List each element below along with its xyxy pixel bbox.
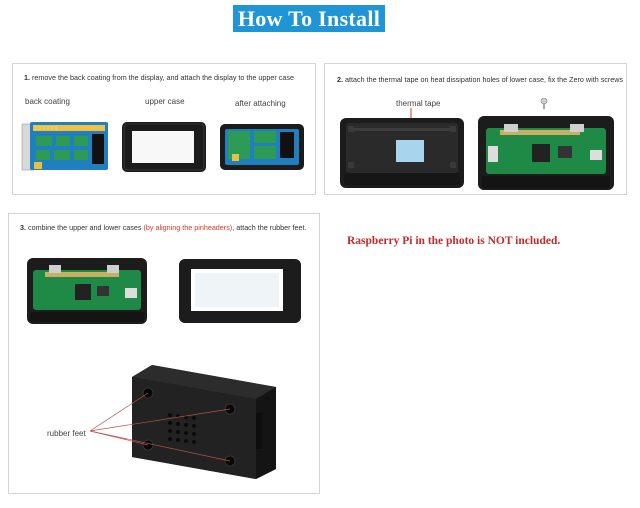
step-1-number: 1. xyxy=(24,73,30,82)
step-2-number: 2. xyxy=(337,75,343,84)
step-3-highlight: (by aligning the pinheaders) xyxy=(143,223,233,232)
display-module-with-coating xyxy=(21,122,108,171)
label-after-attaching: after attaching xyxy=(235,99,286,108)
step-1-instruction: 1. remove the back coating from the disp… xyxy=(24,73,294,82)
assembled-upper-case xyxy=(179,259,301,323)
step-3-number: 3. xyxy=(20,223,26,232)
not-included-note: Raspberry Pi in the photo is NOT include… xyxy=(347,235,561,247)
step-1-text: remove the back coating from the display… xyxy=(32,73,294,82)
upper-case-frame xyxy=(122,122,206,172)
assembled-lower-case xyxy=(27,258,147,324)
assembled-case-back xyxy=(132,365,276,479)
label-rubber-feet: rubber feet xyxy=(47,429,86,438)
label-upper-case: upper case xyxy=(145,97,185,106)
step-3-instruction: 3. combine the upper and lower cases (by… xyxy=(20,223,307,232)
lower-case-with-pi-zero xyxy=(478,116,614,190)
step-3-text-end: , attach the rubber feet. xyxy=(232,223,307,232)
step-2-text: attach the thermal tape on heat dissipat… xyxy=(345,75,624,84)
step-3-text: combine the upper and lower cases xyxy=(28,223,142,232)
screw-icon xyxy=(540,97,548,109)
label-thermal-tape: thermal tape xyxy=(396,99,441,108)
page-title: How To Install xyxy=(233,5,385,32)
case-after-attaching xyxy=(220,124,304,170)
lower-case-with-thermal-tape xyxy=(340,118,464,188)
step-2-instruction: 2. attach the thermal tape on heat dissi… xyxy=(337,75,623,84)
label-back-coating: back coating xyxy=(25,97,70,106)
